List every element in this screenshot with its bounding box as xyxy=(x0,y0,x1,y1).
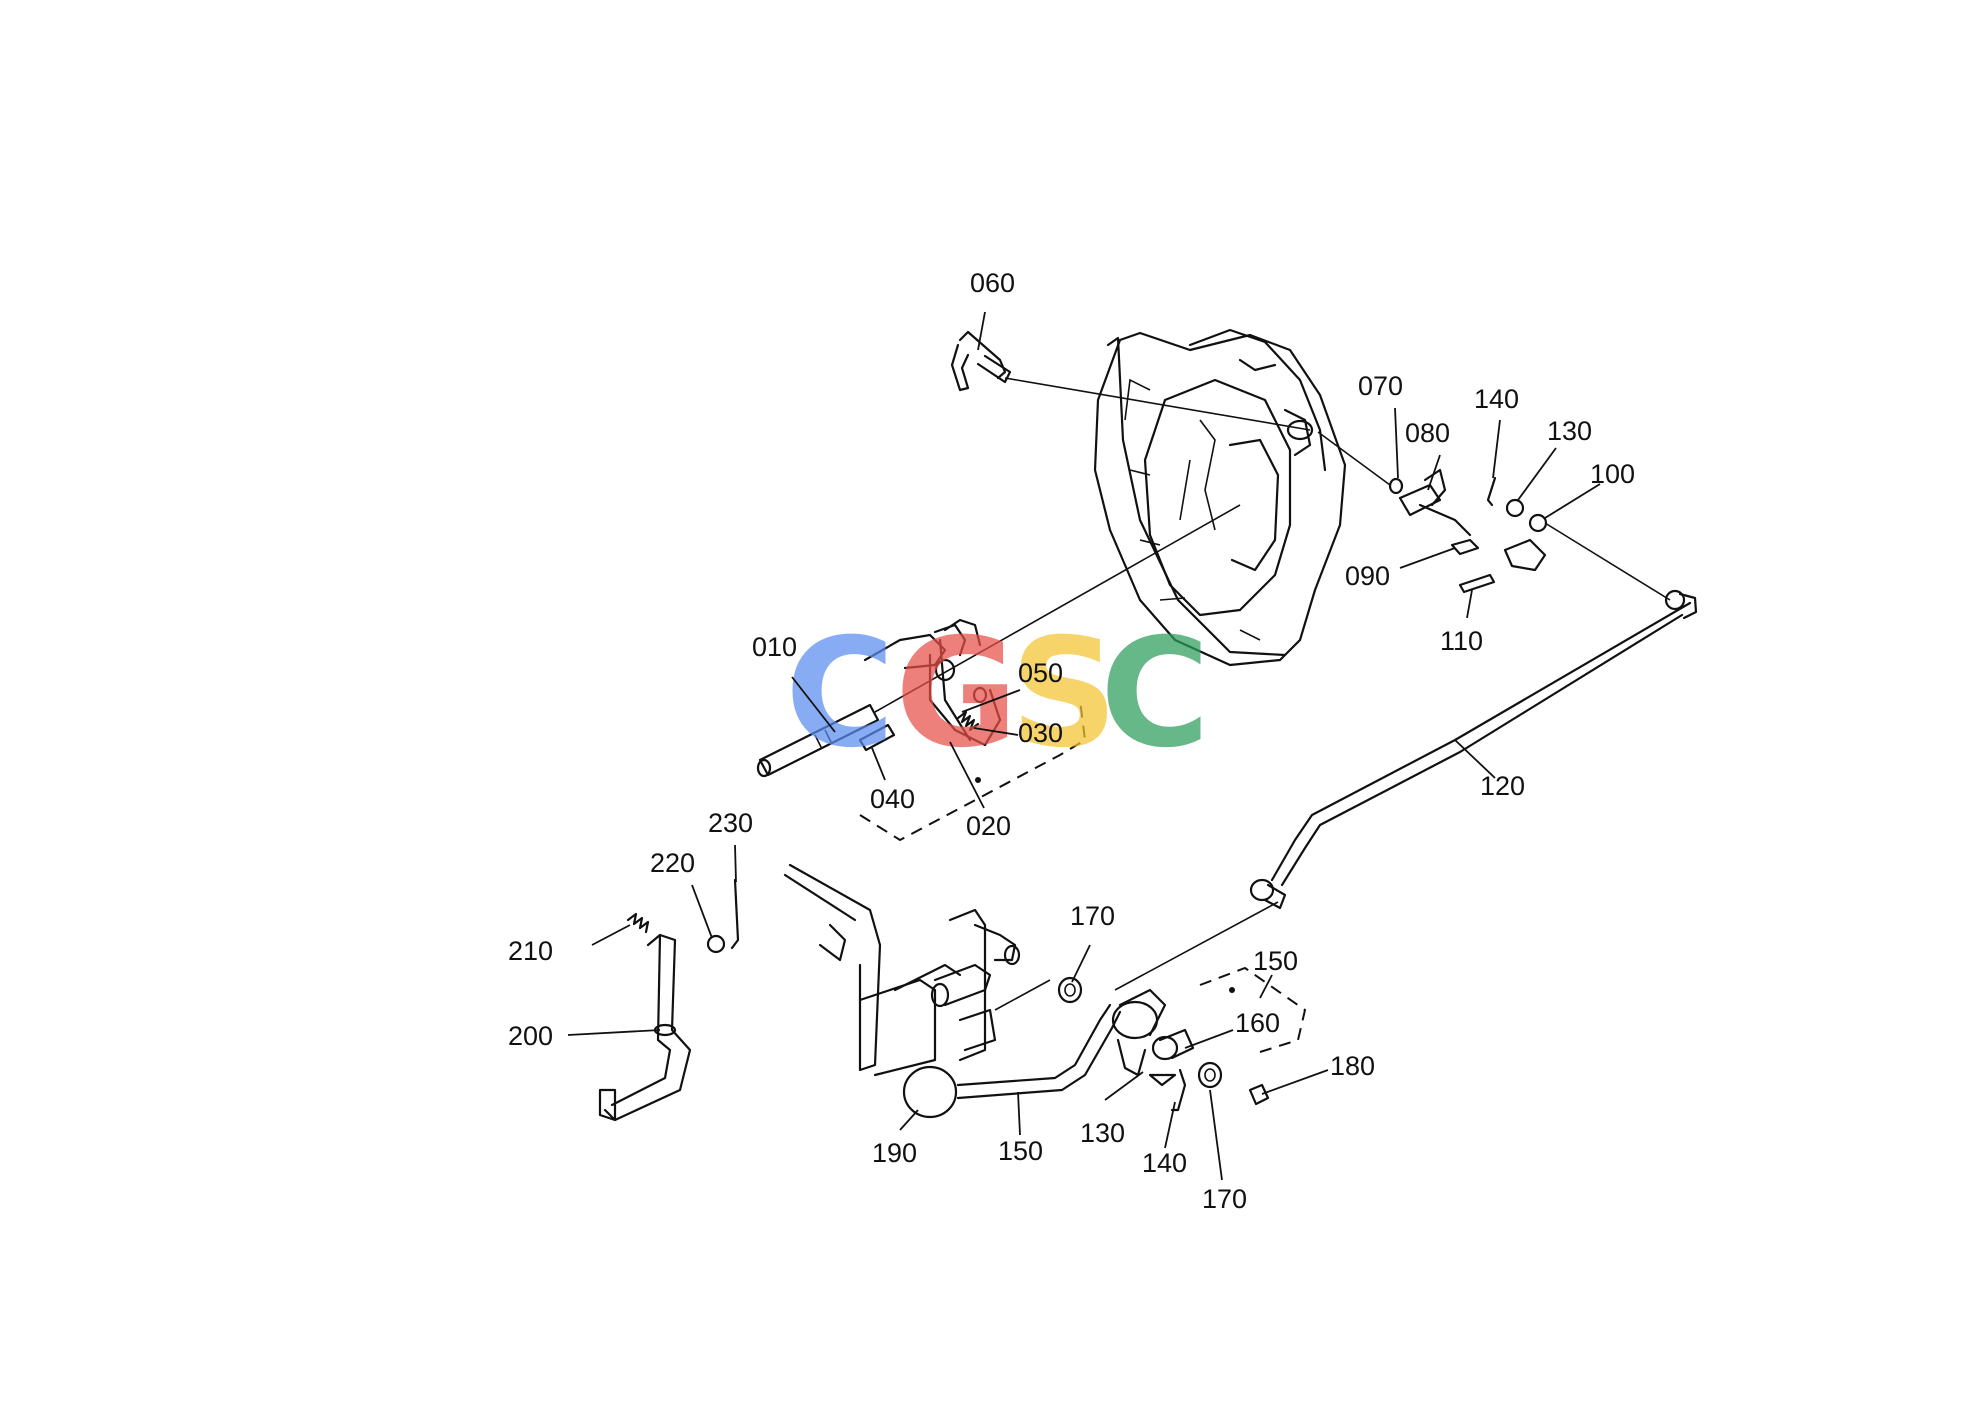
callout-120: 120 xyxy=(1480,771,1525,801)
clutch-housing xyxy=(1093,328,1347,667)
clutch-rod-120 xyxy=(1114,589,1698,991)
assembly-boundary-150 xyxy=(1199,966,1307,1053)
linkage-small-parts xyxy=(1317,431,1671,601)
callout-140-lower: 140 xyxy=(1142,1148,1187,1178)
callout-100: 100 xyxy=(1590,459,1635,489)
callout-110: 110 xyxy=(1440,626,1483,656)
callout-150-upper: 150 xyxy=(1253,946,1298,976)
callout-170-lower: 170 xyxy=(1202,1184,1247,1214)
callout-190: 190 xyxy=(872,1138,917,1168)
callout-010: 010 xyxy=(752,632,797,662)
callout-060: 060 xyxy=(970,268,1015,298)
callout-080: 080 xyxy=(1405,418,1450,448)
callout-030: 030 xyxy=(1018,718,1063,748)
callout-210: 210 xyxy=(508,936,553,966)
callout-050: 050 xyxy=(1018,658,1063,688)
callout-160: 160 xyxy=(1235,1008,1280,1038)
callout-020: 020 xyxy=(966,811,1011,841)
callout-130-lower: 130 xyxy=(1080,1118,1125,1148)
callout-220: 220 xyxy=(650,848,695,878)
watermark-letter: C xyxy=(785,607,895,781)
watermark-letter: S xyxy=(1010,607,1118,781)
leader-lines xyxy=(567,311,1601,1181)
callout-180: 180 xyxy=(1330,1051,1375,1081)
clutch-lever-150 xyxy=(902,976,1270,1119)
callout-200: 200 xyxy=(508,1021,553,1051)
callout-140-upper: 140 xyxy=(1474,384,1519,414)
pedal-arm-200 xyxy=(598,878,740,1122)
pedal-bracket xyxy=(783,863,1051,1077)
release-fork-shaft-060 xyxy=(950,330,1311,431)
watermark-letter: G xyxy=(895,607,1018,781)
callout-090: 090 xyxy=(1345,561,1390,591)
assembly-boundary-020 xyxy=(859,699,1087,842)
callout-labels: 060 070 080 140 130 100 090 110 010 050 … xyxy=(508,268,1635,1214)
callout-230: 230 xyxy=(708,808,753,838)
release-fork-assembly xyxy=(756,504,1241,783)
callout-150-lower: 150 xyxy=(998,1136,1043,1166)
callout-040: 040 xyxy=(870,784,915,814)
callout-070: 070 xyxy=(1358,371,1403,401)
callout-170-upper: 170 xyxy=(1070,901,1115,931)
callout-130-upper: 130 xyxy=(1547,416,1592,446)
watermark-letter: C xyxy=(1100,607,1210,781)
